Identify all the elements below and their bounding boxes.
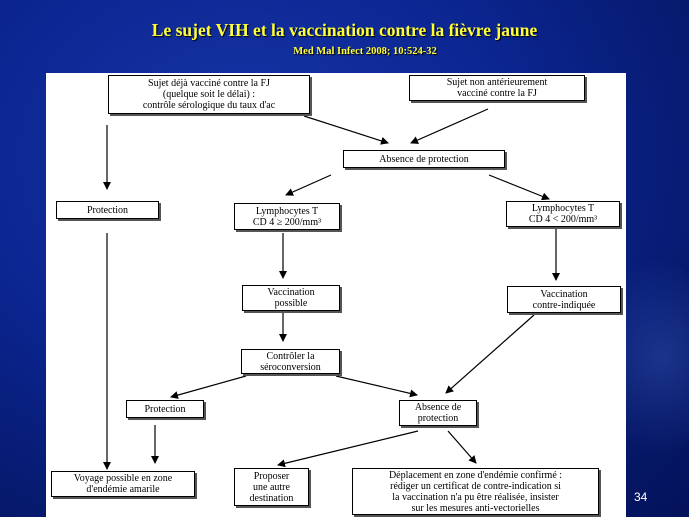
node-non-vaccine: Sujet non antérieurement vacciné contre … [409,75,585,101]
node-proposer-destination: Proposer une autre destination [234,468,309,506]
slide-title: Le sujet VIH et la vaccination contre la… [151,20,538,40]
slide-subtitle: Med Mal Infect 2008; 10:524-32 [293,46,437,57]
flowchart-arrows [103,108,560,470]
node-absence-protection-2: Absence de protection [399,400,477,426]
arrow-nonvac-to-absence [410,108,489,144]
arrow-controler-to-protection [170,375,247,399]
node-protection-2: Protection [126,400,204,418]
node-lympho-inf: Lymphocytes T CD 4 < 200/mm³ [506,201,620,227]
node-deplacement: Déplacement en zone d'endémie confirmé :… [352,468,599,515]
arrow-contre-indiquee-to-absence [445,314,535,394]
arrow-absence-to-deplacement [447,430,477,464]
arrow-absence-to-lympho-inf [488,174,550,201]
node-voyage-possible: Voyage possible en zone d'endémie amaril… [51,471,195,497]
node-vaccination-contre-indiquee: Vaccination contre-indiquée [507,286,621,313]
arrow-deja-to-absence [303,115,389,145]
node-vaccination-possible: Vaccination possible [242,285,340,311]
arrow-absence-to-proposer [277,430,419,468]
node-controler-seroconversion: Contrôler la séroconversion [241,349,340,374]
node-lympho-sup: Lymphocytes T CD 4 ≥ 200/mm³ [234,203,340,230]
arrow-controler-to-absence [335,375,418,398]
page-number: 34 [634,490,648,504]
node-absence-protection-1: Absence de protection [343,150,505,168]
flowchart-panel: Sujet déjà vacciné contre la FJ (quelque… [46,73,626,517]
node-deja-vaccine: Sujet déjà vacciné contre la FJ (quelque… [108,75,310,114]
node-protection-1: Protection [56,201,159,219]
arrow-absence-to-lympho-sup [285,174,332,196]
